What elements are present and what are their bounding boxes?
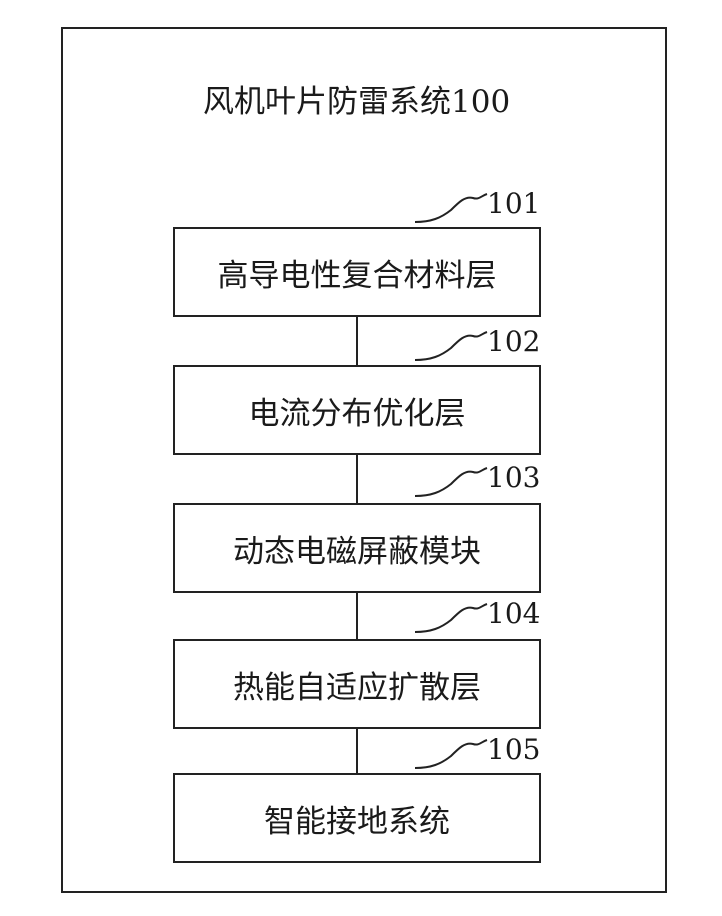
block-em-shielding-module: 动态电磁屏蔽模块 [173, 503, 541, 593]
block-label: 高导电性复合材料层 [218, 250, 497, 295]
connector-102-103 [356, 454, 358, 504]
block-label: 电流分布优化层 [249, 388, 466, 433]
ref-number-101: 101 [487, 188, 540, 220]
leader-line-105 [413, 738, 493, 772]
leader-line-101 [413, 192, 493, 226]
connector-104-105 [356, 728, 358, 774]
system-boundary [61, 27, 667, 893]
ref-number-103: 103 [487, 462, 540, 494]
diagram-title: 风机叶片防雷系统100 [203, 82, 510, 122]
block-label: 智能接地系统 [264, 796, 450, 841]
ref-number-102: 102 [487, 326, 540, 358]
connector-101-102 [356, 316, 358, 366]
block-label: 热能自适应扩散层 [233, 662, 481, 707]
block-current-distribution-layer: 电流分布优化层 [173, 365, 541, 455]
block-label: 动态电磁屏蔽模块 [233, 526, 481, 571]
block-smart-grounding-system: 智能接地系统 [173, 773, 541, 863]
block-thermal-diffusion-layer: 热能自适应扩散层 [173, 639, 541, 729]
ref-number-105: 105 [487, 734, 540, 766]
leader-line-102 [413, 330, 493, 364]
leader-line-104 [413, 602, 493, 636]
block-conductive-composite-layer: 高导电性复合材料层 [173, 227, 541, 317]
connector-103-104 [356, 592, 358, 640]
leader-line-103 [413, 466, 493, 500]
ref-number-104: 104 [487, 598, 540, 630]
